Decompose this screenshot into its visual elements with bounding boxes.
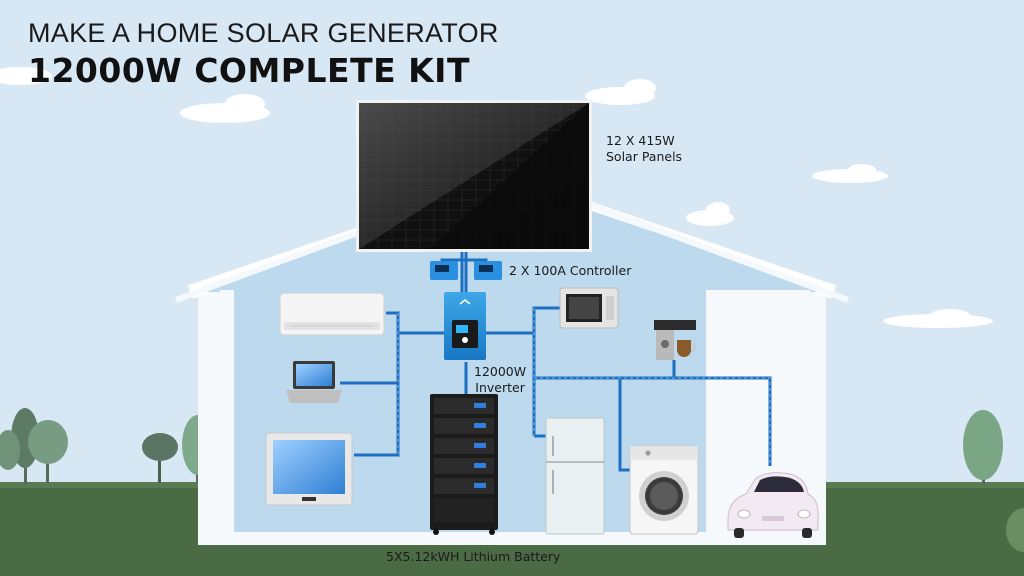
- inverter: [444, 292, 486, 360]
- laptop: [286, 361, 342, 403]
- inverter-label-name: Inverter: [475, 380, 525, 395]
- coffee-machine: [654, 320, 696, 360]
- washing-machine: [629, 445, 699, 535]
- solar-panels-qty: 12 X 415W: [606, 133, 675, 148]
- air-conditioner: [279, 292, 385, 336]
- microwave: [559, 287, 619, 329]
- inverter-label: 12000W Inverter: [474, 364, 526, 396]
- solar-panels-label: 12 X 415W Solar Panels: [606, 133, 682, 165]
- car: [727, 472, 819, 538]
- solar-panel: [356, 100, 592, 252]
- clouds: [0, 67, 993, 328]
- controller-label: 2 X 100A Controller: [509, 263, 632, 278]
- battery-rack: [430, 394, 498, 535]
- title-line-2: 12000W COMPLETE KIT: [28, 51, 470, 90]
- charge-controllers: [430, 261, 502, 280]
- title-line-1: MAKE A HOME SOLAR GENERATOR: [28, 18, 499, 48]
- tv: [265, 432, 353, 506]
- battery-label: 5X5.12kWH Lithium Battery: [386, 549, 561, 564]
- refrigerator: [545, 417, 605, 535]
- inverter-label-power: 12000W: [474, 364, 527, 379]
- solar-panels-name: Solar Panels: [606, 149, 683, 164]
